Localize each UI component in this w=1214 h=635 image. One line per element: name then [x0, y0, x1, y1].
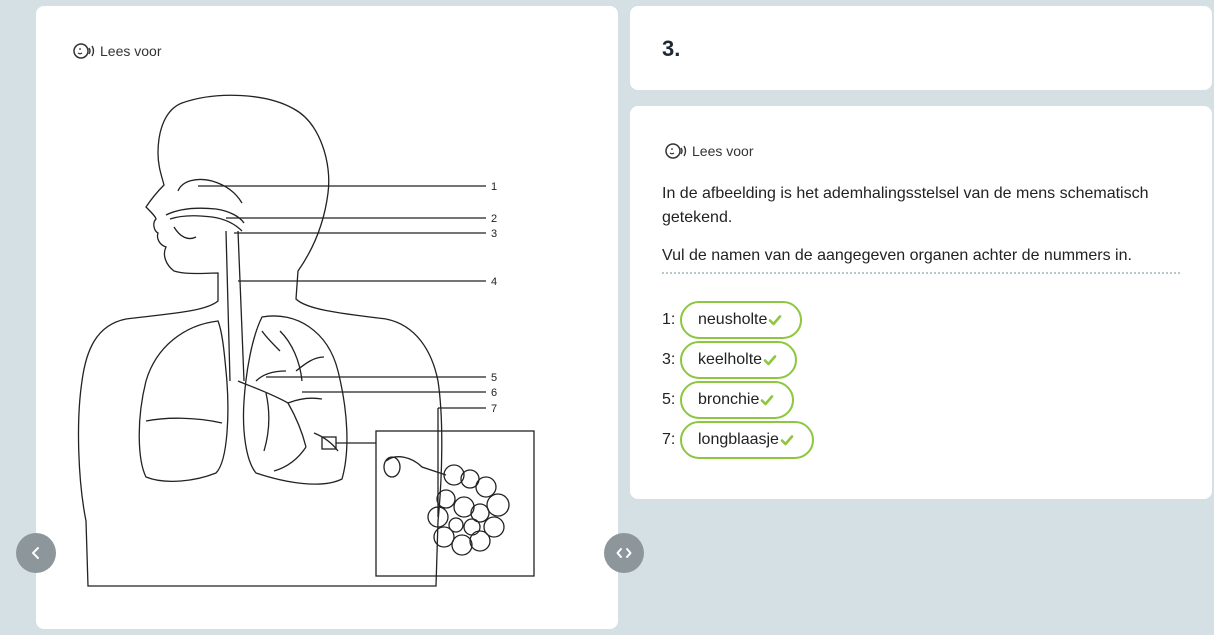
checkmark-icon	[761, 395, 774, 406]
answer-value: longblaasje	[698, 431, 779, 448]
answer-row: 1: neusholte	[662, 300, 814, 340]
answer-field[interactable]: bronchie	[680, 381, 795, 419]
speaker-head-icon	[665, 143, 687, 159]
read-aloud-label: Lees voor	[692, 143, 754, 159]
question-instruction: Vul de namen van de aangegeven organen a…	[662, 244, 1180, 274]
figure-card: Lees voor	[36, 6, 618, 629]
speaker-head-icon	[73, 43, 95, 59]
answer-number: 5:	[662, 391, 676, 408]
respiratory-system-diagram: 1 2 3 4 5 6 7	[77, 94, 535, 587]
answer-field[interactable]: keelholte	[680, 341, 798, 379]
answer-field[interactable]: neusholte	[680, 301, 803, 339]
answer-number: 7:	[662, 431, 676, 448]
read-aloud-button[interactable]: Lees voor	[664, 142, 753, 160]
question-intro: In de afbeelding is het ademhalingsstels…	[662, 185, 1149, 226]
answer-list: 1: neusholte 3: keelholte 5: bronchie 7:…	[662, 300, 814, 460]
answer-value: keelholte	[698, 351, 763, 368]
answer-field[interactable]: longblaasje	[680, 421, 814, 459]
answer-number: 3:	[662, 351, 676, 368]
checkmark-icon	[763, 355, 777, 366]
checkmark-icon	[780, 435, 794, 446]
read-aloud-label: Lees voor	[100, 43, 162, 59]
diagram-label-7: 7	[491, 403, 497, 415]
diagram-label-5: 5	[491, 372, 497, 384]
diagram-label-1: 1	[491, 181, 497, 193]
answer-number: 1:	[662, 311, 676, 328]
answer-value: bronchie	[698, 391, 760, 408]
chevron-left-icon	[32, 547, 39, 559]
diagram-label-3: 3	[491, 228, 497, 240]
question-card: Lees voor In de afbeelding is het ademha…	[630, 106, 1212, 499]
question-header: 3.	[630, 6, 1212, 90]
chevron-left-right-icon	[616, 548, 632, 558]
diagram-label-4: 4	[491, 276, 497, 288]
panel-toggle-button[interactable]	[604, 533, 644, 573]
checkmark-icon	[769, 315, 782, 326]
answer-row: 5: bronchie	[662, 380, 814, 420]
answer-row: 3: keelholte	[662, 340, 814, 380]
diagram-label-6: 6	[491, 387, 497, 399]
answer-row: 7: longblaasje	[662, 420, 814, 460]
read-aloud-button[interactable]: Lees voor	[72, 42, 161, 60]
answer-value: neusholte	[698, 311, 768, 328]
question-number: 3.	[662, 36, 681, 61]
diagram-label-2: 2	[491, 213, 497, 225]
previous-button[interactable]	[16, 533, 56, 573]
